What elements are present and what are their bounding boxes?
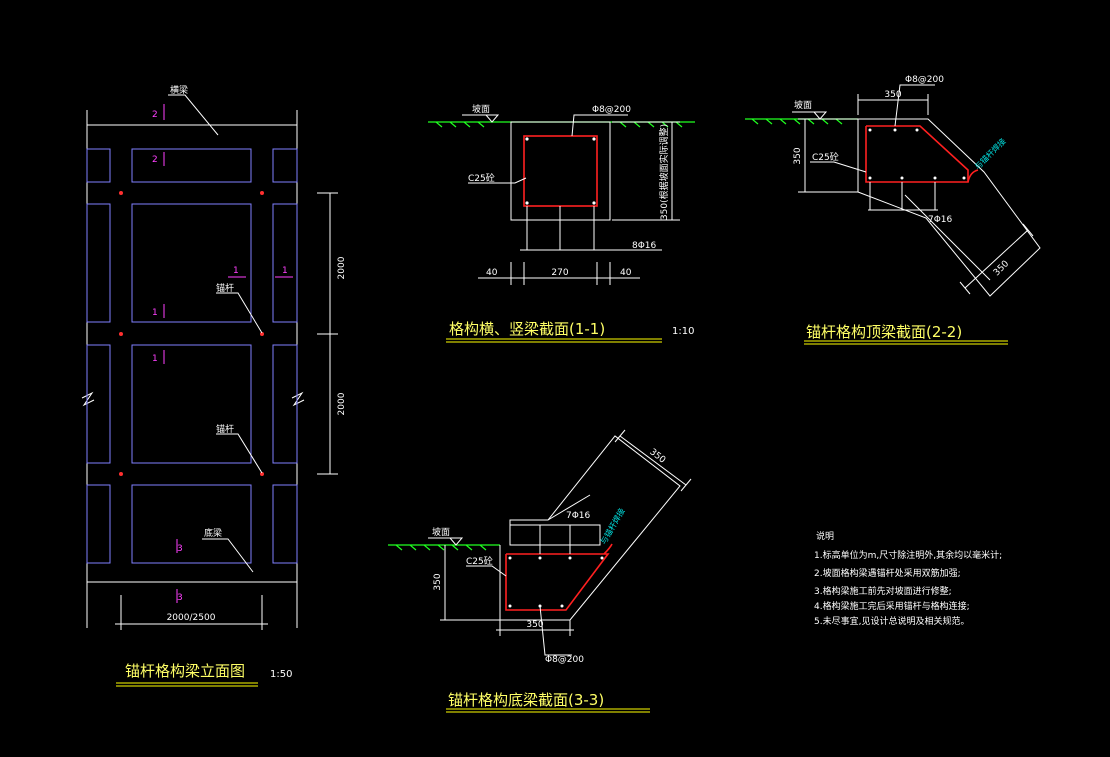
anchor-point (260, 472, 264, 476)
ground-label: 坡面 (794, 99, 812, 111)
anchor-point (260, 191, 264, 195)
dim-height: 350 (793, 147, 803, 164)
section-3-3-title: 锚杆格构底梁截面(3-3) (448, 691, 604, 709)
notes-heading: 说明 (816, 530, 834, 542)
ground-label: 坡面 (472, 103, 490, 115)
note-item: 2.坡面格构梁遇锚杆处采用双筋加强; (814, 567, 961, 579)
dim-bottom: 350 (526, 620, 543, 630)
elevation-title: 锚杆格构梁立面图 (125, 662, 245, 680)
concrete-label: C25砼 (812, 151, 839, 163)
dim-height-2: 2000 (337, 392, 347, 415)
section-mark-1: 1 (152, 354, 158, 364)
anchor-point (260, 332, 264, 336)
dim-left: 40 (486, 268, 498, 278)
note-item: 4.格构梁施工完后采用锚杆与格构连接; (814, 600, 970, 612)
dim-width: 2000/2500 (167, 613, 216, 623)
main-bar-label: 7Φ16 (566, 511, 591, 521)
label-anchor-1: 锚杆 (216, 282, 234, 294)
concrete-label: C25砼 (466, 555, 493, 567)
dim-depth: 350(根据坡面实际调整) (658, 124, 670, 220)
stirrup-label: Φ8@200 (905, 75, 944, 85)
section-mark-2: 2 (152, 110, 158, 120)
stirrup-label: Φ8@200 (592, 105, 631, 115)
label-bottom-beam: 底梁 (204, 527, 222, 539)
dim-diag: 350 (992, 259, 1011, 278)
section-1-1-title: 格构横、竖梁截面(1-1) (449, 320, 605, 338)
tie-note: 与锚杆焊接 (598, 506, 627, 546)
ground-label: 坡面 (432, 526, 450, 538)
stirrup-label: Φ8@200 (545, 655, 584, 665)
main-bar-label: 8Φ16 (632, 241, 657, 251)
anchor-point (119, 332, 123, 336)
section-mark-3: 3 (177, 544, 183, 554)
dim-right: 40 (620, 268, 632, 278)
dim-top: 350 (884, 90, 901, 100)
section-1-1-scale: 1:10 (672, 326, 694, 337)
elevation-view: 横梁 锚杆 锚杆 底梁 2 2 1 1 1 1 3 3 2000 2000 20… (81, 84, 347, 687)
note-item: 5.未尽事宜,见设计总说明及相关规范。 (814, 615, 969, 627)
main-bar-label: 7Φ16 (928, 215, 953, 225)
anchor-point (119, 472, 123, 476)
label-anchor-2: 锚杆 (216, 423, 234, 435)
anchor-point (119, 191, 123, 195)
notes-block: 说明 1.标高单位为m,尺寸除注明外,其余均以毫米计; 2.坡面格构梁遇锚杆处采… (814, 530, 1002, 627)
section-mark-1: 1 (282, 266, 288, 276)
concrete-label: C25砼 (468, 172, 495, 184)
elevation-scale: 1:50 (270, 669, 292, 680)
dim-height-1: 2000 (337, 256, 347, 279)
note-item: 1.标高单位为m,尺寸除注明外,其余均以毫米计; (814, 549, 1002, 561)
section-mark-2: 2 (152, 155, 158, 165)
label-top-beam: 横梁 (170, 84, 188, 96)
section-2-2: 坡面 7Φ16 350 Φ8@200 350 C25砼 350 (745, 75, 1041, 345)
section-2-2-title: 锚杆格构顶梁截面(2-2) (806, 323, 962, 341)
tie-note: 与锚杆焊接 (972, 136, 1007, 171)
section-mark-3: 3 (177, 593, 183, 603)
section-mark-1: 1 (152, 308, 158, 318)
section-3-3: 坡面 7Φ16 350 与锚杆焊接 350 C25砼 350 Φ8@200 (388, 429, 692, 713)
section-mark-1: 1 (233, 266, 239, 276)
section-1-1: 坡面 Φ8@200 C25砼 8Φ16 350(根据坡面实际调整) 40 270… (428, 103, 695, 343)
dim-mid: 270 (551, 268, 568, 278)
note-item: 3.格构梁施工前先对坡面进行修整; (814, 585, 952, 597)
dim-height: 350 (433, 573, 443, 590)
